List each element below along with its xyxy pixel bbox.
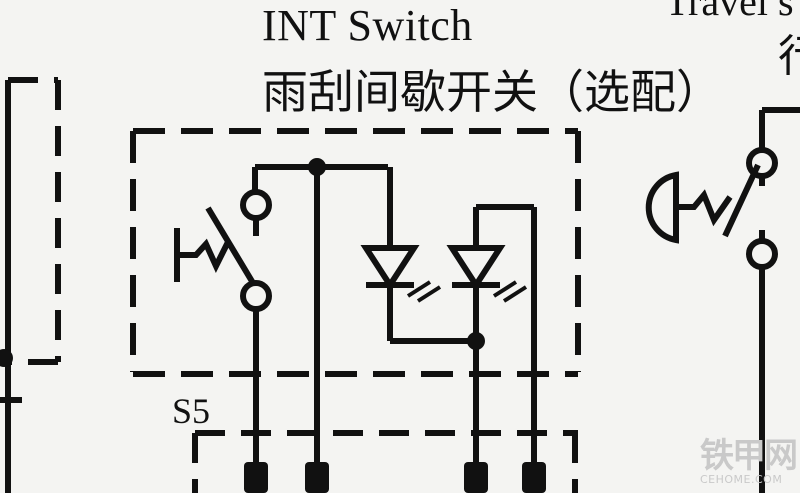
top-junction-dot: [308, 158, 326, 176]
connector-pins: [244, 462, 546, 493]
left-dashed-box: [8, 77, 61, 365]
travel-switch-title-chinese: 行: [778, 20, 800, 84]
led-junction-dot: [467, 332, 485, 350]
travel-switch-title-english: Travel s: [665, 0, 794, 24]
switch-title-chinese: 雨刮间歇开关（选配）: [262, 65, 722, 119]
watermark-domain-text: CEHOME.COM: [700, 473, 783, 486]
component-reference-label: S5: [172, 391, 211, 431]
indicator-led-2: [446, 204, 537, 493]
indicator-led-1: [360, 167, 442, 341]
switch-title-english: INT Switch: [262, 1, 473, 50]
watermark-main-text: 铁甲网: [700, 436, 798, 476]
wiper-switch-contact: [174, 164, 388, 493]
left-junction-dot: [0, 349, 13, 367]
switch-dashed-enclosure: [130, 128, 581, 377]
travel-switch: [645, 107, 800, 493]
site-watermark: 铁甲网 CEHOME.COM: [700, 436, 798, 486]
